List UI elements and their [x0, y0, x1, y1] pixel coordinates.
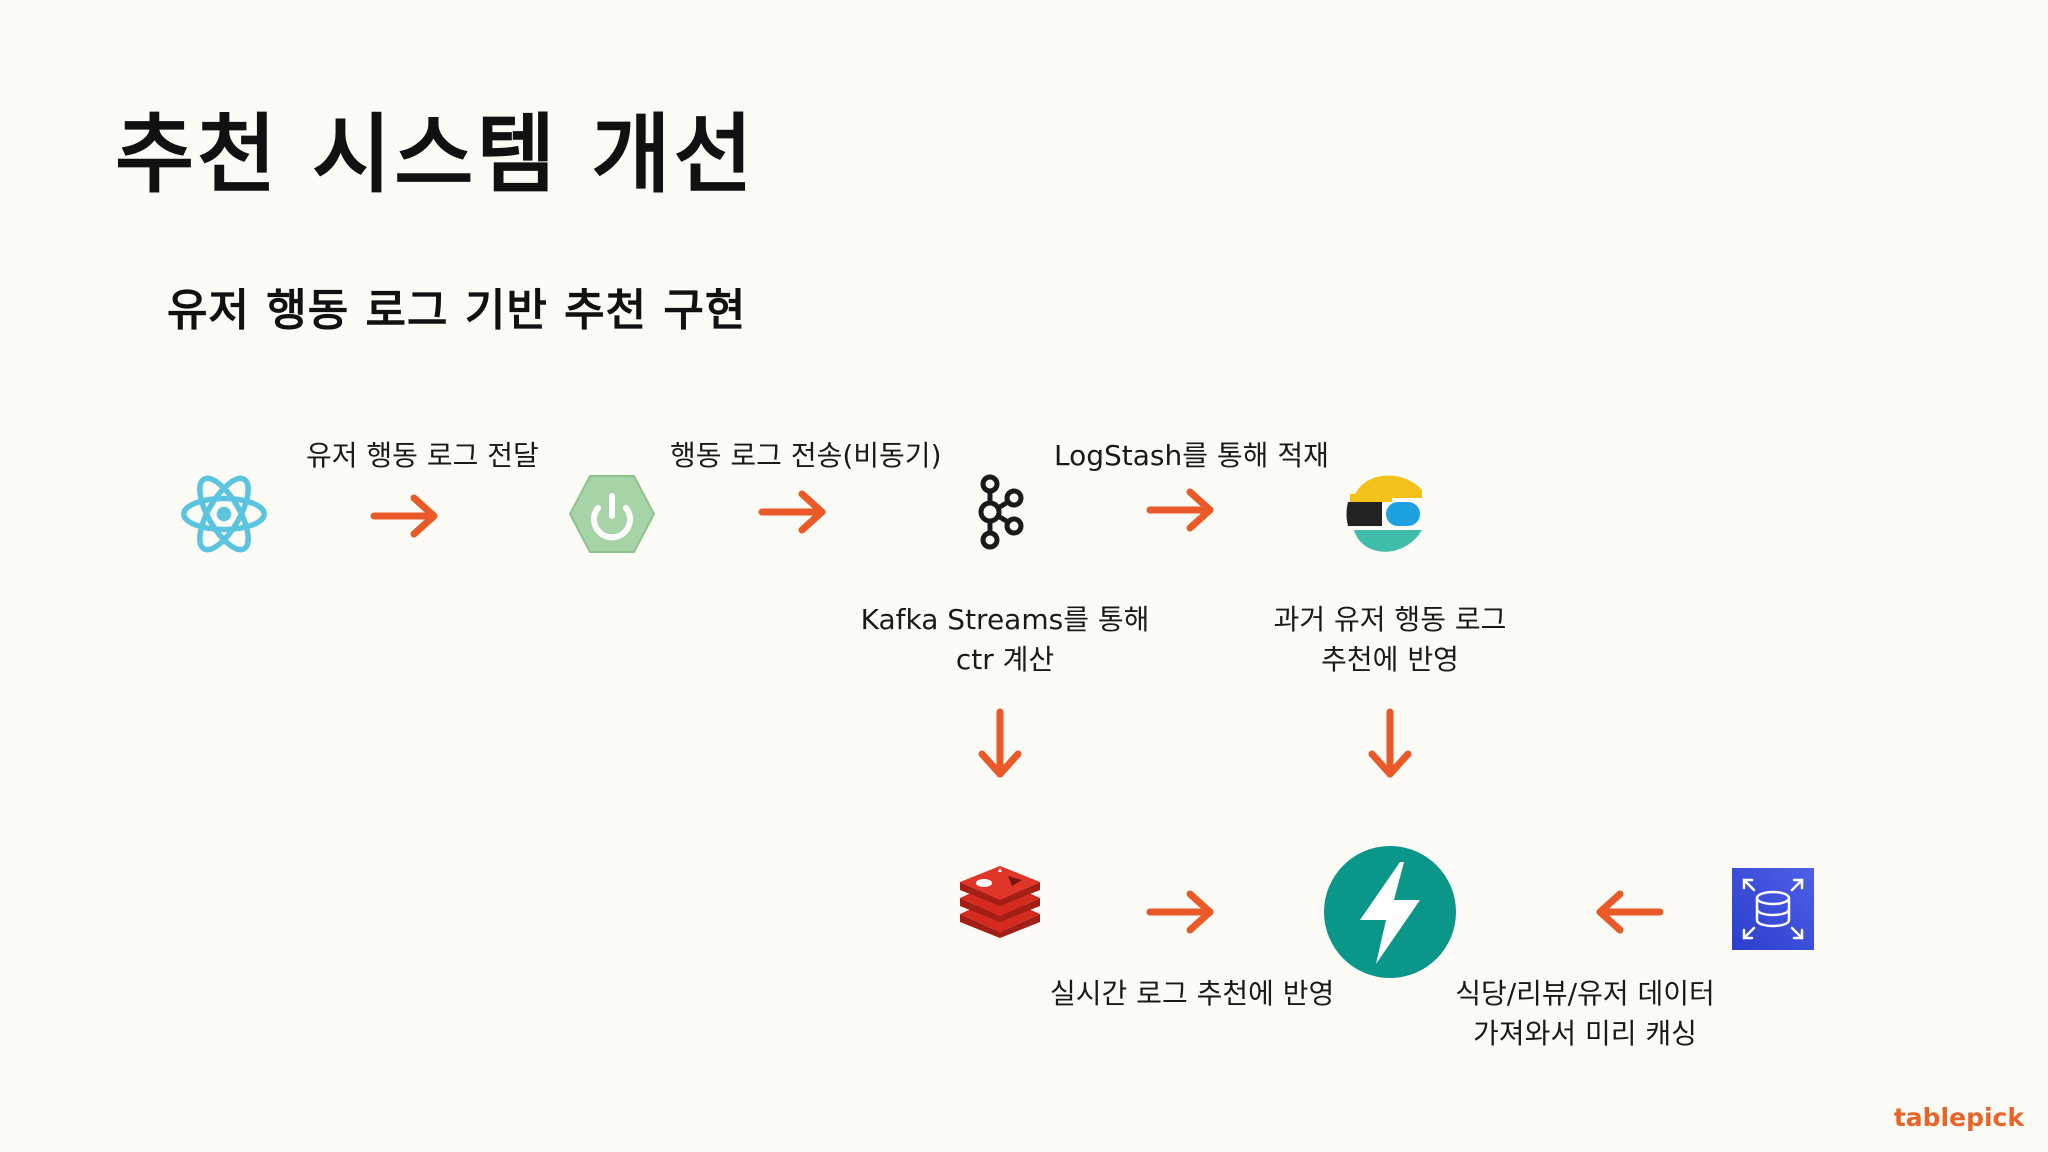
- elasticsearch-icon: [1346, 475, 1422, 552]
- redis-icon: [960, 866, 1040, 938]
- arrow-down-icon: [978, 708, 1022, 778]
- arrow-left-icon: [1596, 890, 1664, 934]
- label-user-log: 유저 행동 로그 전달: [306, 439, 539, 472]
- label-async-send: 행동 로그 전송(비동기): [670, 439, 942, 472]
- label-kafka-streams-line2: ctr 계산: [955, 643, 1055, 676]
- arrow-right-icon: [370, 494, 438, 538]
- arrow-right-icon: [758, 490, 826, 534]
- label-past-log-line1: 과거 유저 행동 로그: [1273, 603, 1507, 636]
- aws-rds-icon: [1732, 868, 1814, 950]
- arrow-right-icon: [1146, 488, 1214, 532]
- arrow-down-icon: [1368, 708, 1412, 778]
- page-subtitle: 유저 행동 로그 기반 추천 구현: [167, 285, 747, 336]
- label-caching: 식당/리뷰/유저 데이터 가져와서 미리 캐싱: [1440, 974, 1730, 1054]
- label-logstash: LogStash를 통해 적재: [1054, 439, 1329, 472]
- label-caching-line2: 가져와서 미리 캐싱: [1473, 1017, 1697, 1050]
- label-past-log: 과거 유저 행동 로그 추천에 반영: [1250, 600, 1530, 680]
- page-title: 추천 시스템 개선: [115, 105, 756, 205]
- label-caching-line1: 식당/리뷰/유저 데이터: [1455, 977, 1715, 1010]
- arrow-right-icon: [1146, 890, 1214, 934]
- label-realtime: 실시간 로그 추천에 반영: [1050, 977, 1335, 1010]
- react-icon: [181, 475, 267, 553]
- label-kafka-streams-line1: Kafka Streams를 통해: [860, 603, 1150, 636]
- spring-icon: [568, 475, 656, 553]
- label-kafka-streams: Kafka Streams를 통해 ctr 계산: [860, 600, 1150, 680]
- label-past-log-line2: 추천에 반영: [1321, 643, 1459, 676]
- fastapi-icon: [1324, 846, 1456, 978]
- brand-logo: tablepick: [1893, 1103, 2024, 1132]
- kafka-icon: [978, 474, 1024, 550]
